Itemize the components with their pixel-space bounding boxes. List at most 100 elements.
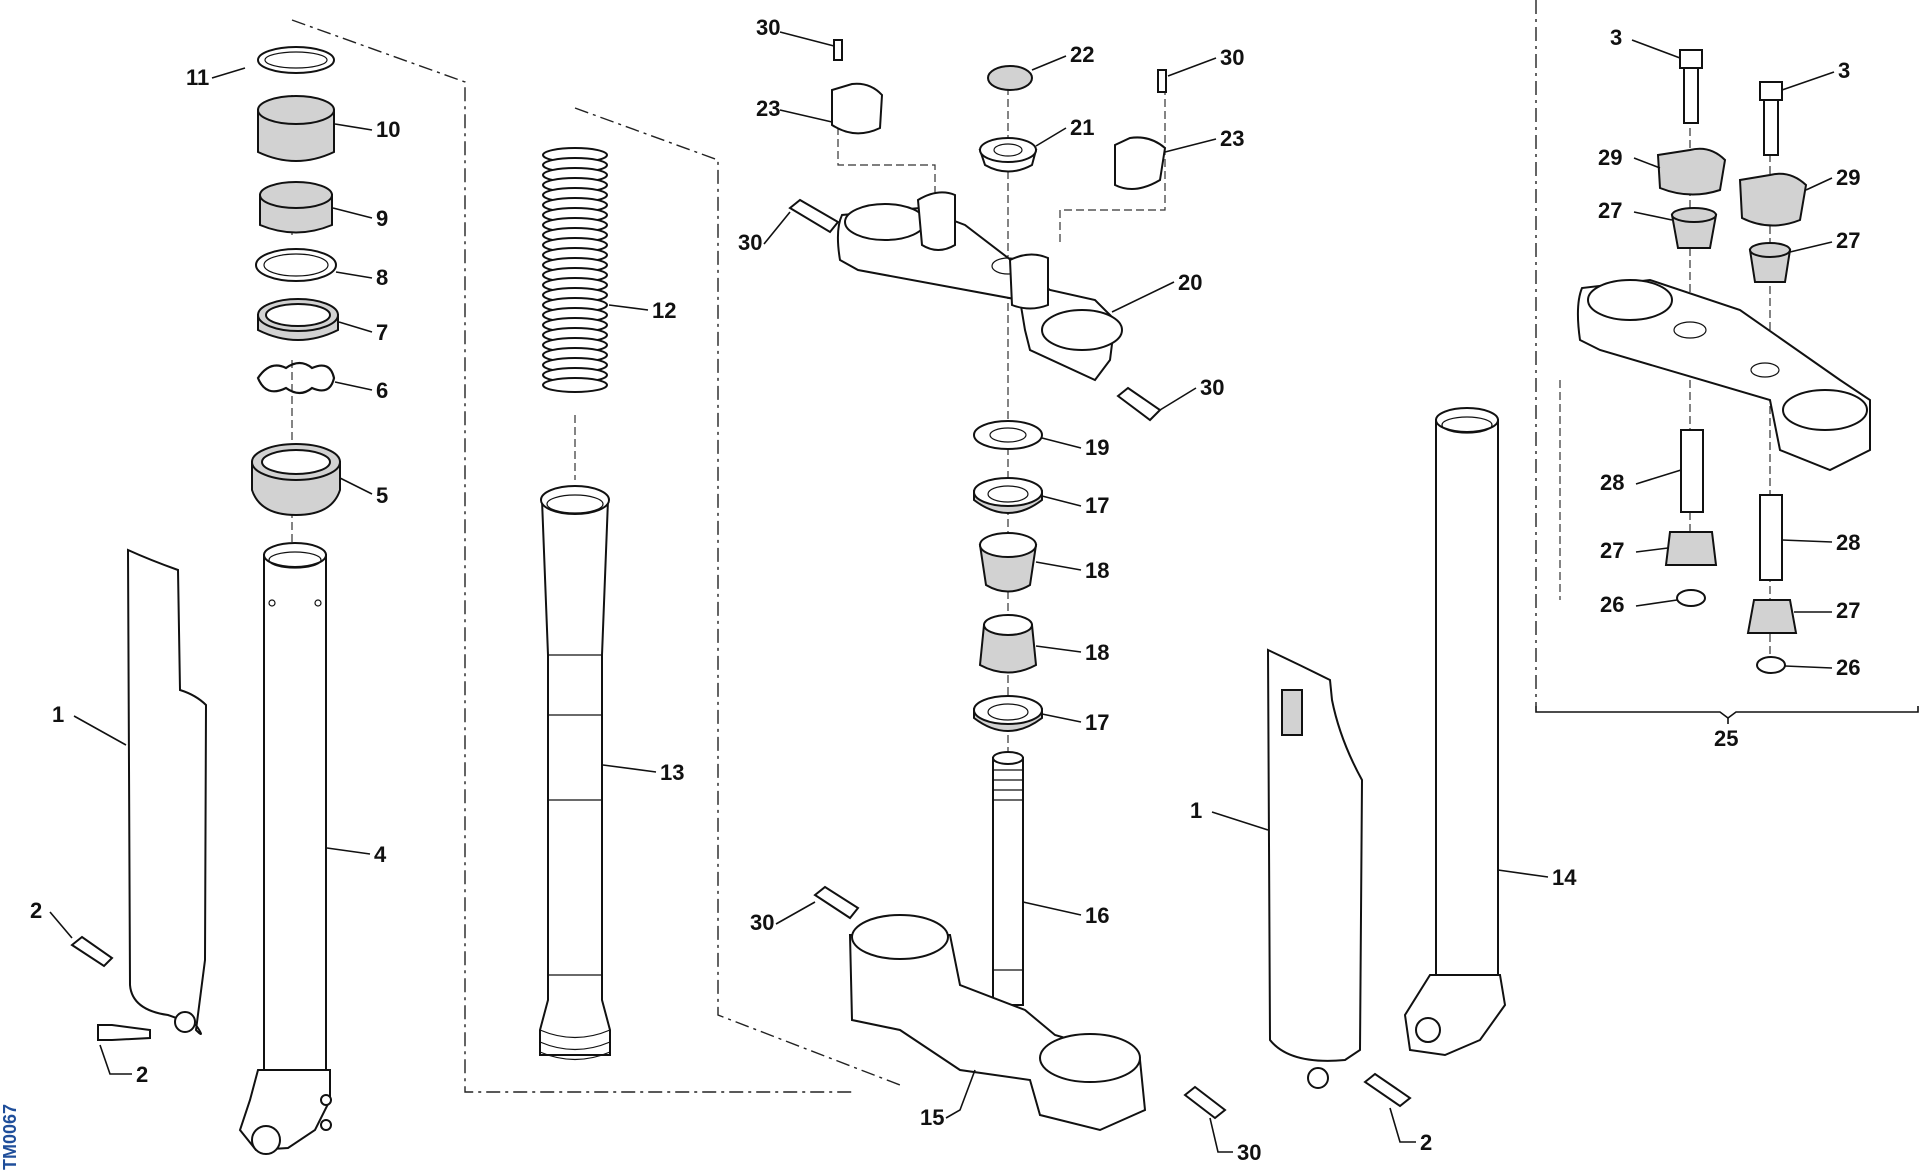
callout-number-25: 25 [1714,726,1738,751]
callout-number-14: 14 [1552,865,1577,890]
callout-number-5: 5 [376,483,388,508]
callout-number-29: 29 [1598,145,1622,170]
callout-leader [1781,539,1833,543]
callout-leader [99,1044,132,1075]
callout-number-18: 18 [1085,640,1109,665]
callout-leader [779,31,835,47]
callout-number-26: 26 [1600,592,1624,617]
callout-leader [775,901,816,925]
callout-leader [1164,138,1217,153]
callout-leader [1633,211,1673,221]
callout-number-12: 12 [652,298,676,323]
callout-leader [1041,437,1082,449]
callout-number-7: 7 [376,320,388,345]
callout-number-27: 27 [1836,228,1860,253]
callout-number-17: 17 [1085,493,1109,518]
callout-number-10: 10 [376,117,400,142]
callout-leader [334,381,373,391]
callout-number-28: 28 [1600,470,1624,495]
callout-number-26: 26 [1836,655,1860,680]
callout-number-30: 30 [756,15,780,40]
callout-leader [763,211,791,245]
callout-number-20: 20 [1178,270,1202,295]
callout-number-6: 6 [376,378,388,403]
callout-leader [1497,869,1549,878]
callout-number-19: 19 [1085,435,1109,460]
callout-leader [1805,177,1833,191]
callout-number-21: 21 [1070,115,1094,140]
callout-leader [1635,469,1682,485]
callout-number-15: 15 [920,1105,944,1130]
callout-leader [338,321,373,333]
callout-number-27: 27 [1836,598,1860,623]
callout-leader [339,477,373,495]
callout-leader [1633,157,1661,169]
callout-number-13: 13 [660,760,684,785]
callout-leader [1631,39,1681,59]
callout-leader [334,123,373,131]
callout-leader [1022,901,1082,916]
callout-leader [1209,1117,1233,1153]
callout-leader [1211,811,1269,831]
callout-leader [335,271,373,279]
callout-leader [1635,547,1669,553]
callout-leader [1167,57,1217,77]
callout-number-8: 8 [376,265,388,290]
callout-number-16: 16 [1085,903,1109,928]
spring-and-damper [539,147,611,1061]
callout-leader [332,207,373,219]
spring-coil [542,377,608,393]
callout-leader [602,764,657,773]
callout-leader [211,67,246,79]
callout-number-4: 4 [374,842,387,867]
callout-number-1: 1 [52,702,64,727]
steering-stem-parts [788,39,1227,1132]
callout-leader [1784,665,1833,669]
callout-leader [945,1069,976,1119]
callout-leader [1789,241,1833,253]
callout-number-22: 22 [1070,42,1094,67]
callout-leader [1781,71,1835,91]
callout-leader [1035,645,1082,653]
callout-number-30: 30 [1200,375,1224,400]
callout-number-30: 30 [1237,1140,1261,1165]
callout-leader [608,304,649,311]
callout-number-30: 30 [738,230,762,255]
callout-number-1: 1 [1190,798,1202,823]
fork-parts-right [1266,407,1507,1108]
callout-number-27: 27 [1600,538,1624,563]
callout-number-29: 29 [1836,165,1860,190]
callout-leader [1389,1107,1416,1143]
callout-leader [779,109,833,123]
callout-number-27: 27 [1598,198,1622,223]
callout-number-30: 30 [750,910,774,935]
callout-number-23: 23 [1220,126,1244,151]
callout-leader [1159,387,1197,411]
callout-number-9: 9 [376,206,388,231]
callout-layer: 1110987651422121330232221302330203019171… [30,15,1860,1165]
callout-number-2: 2 [30,898,42,923]
callout-number-2: 2 [1420,1130,1432,1155]
drawing-code: TM0067 [0,1104,20,1170]
offset-kit-25 [1535,0,1919,719]
callout-leader [1041,495,1082,507]
callout-number-3: 3 [1838,58,1850,83]
callout-number-23: 23 [756,96,780,121]
callout-leader [49,911,73,939]
callout-number-28: 28 [1836,530,1860,555]
callout-leader [73,715,127,746]
callout-number-11: 11 [186,65,209,90]
callout-number-2: 2 [136,1062,148,1087]
callout-leader [1635,599,1678,607]
callout-leader [1041,713,1082,723]
fork-parts-left [70,46,341,1155]
callout-number-30: 30 [1220,45,1244,70]
callout-number-18: 18 [1085,558,1109,583]
callout-number-3: 3 [1610,25,1622,50]
callout-leader [1035,127,1067,147]
callout-leader [1035,561,1082,571]
callout-number-17: 17 [1085,710,1109,735]
callout-leader [326,847,371,855]
callout-leader [1111,281,1175,313]
